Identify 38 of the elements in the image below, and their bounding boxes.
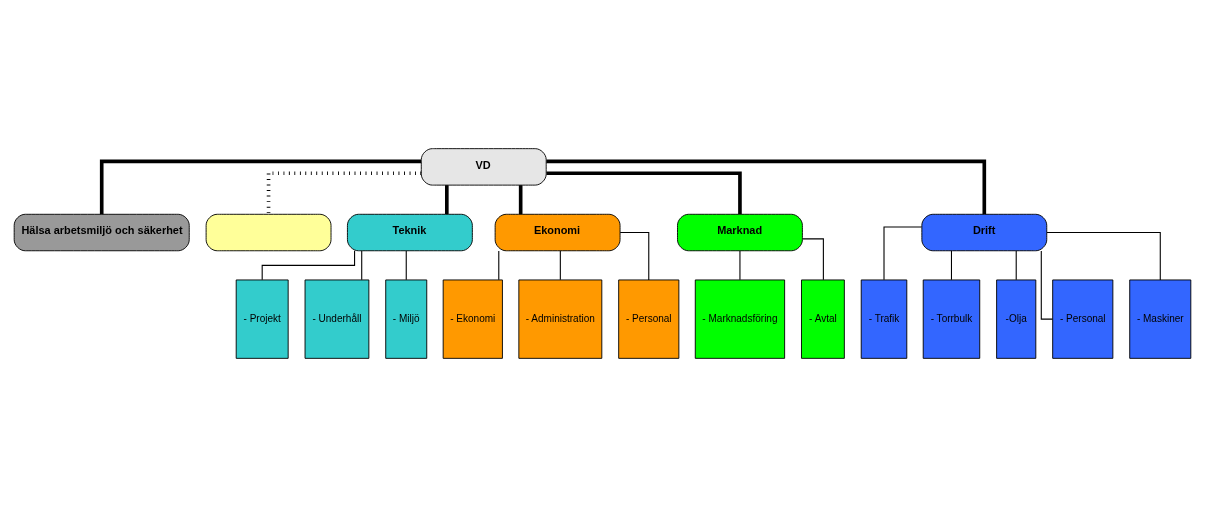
node-box: - Avtal [801, 279, 845, 359]
connector [266, 170, 422, 214]
node-box: - Projekt [235, 279, 289, 359]
connector [445, 184, 449, 214]
connector [950, 249, 953, 280]
node-box: Drift [921, 213, 1048, 251]
connector [498, 249, 500, 280]
connector [1046, 231, 1161, 280]
connector [739, 249, 741, 280]
node-box: - Ekonomi [442, 279, 503, 359]
node-box: - Personal [1052, 279, 1114, 359]
node-box: Ekonomi [494, 213, 621, 251]
connector [1040, 249, 1054, 320]
connector [619, 231, 650, 280]
node-box: Hälsa arbetsmiljö och säkerhet [13, 213, 190, 251]
connector [559, 249, 561, 280]
connector [518, 184, 523, 214]
connector [99, 159, 422, 214]
connector [802, 237, 824, 280]
node-box: Marknad [677, 213, 803, 251]
node-box: - Underhåll [304, 279, 370, 359]
node-box: VD [420, 147, 547, 186]
connector [883, 226, 923, 280]
connector [546, 159, 987, 214]
connector [405, 249, 407, 280]
node-box [205, 213, 332, 251]
node-box: - Personal [618, 279, 680, 359]
connector [1015, 249, 1017, 280]
node-box: - Administration [518, 279, 603, 359]
node-box: Teknik [346, 213, 473, 251]
connector [546, 170, 742, 214]
node-box: - Miljö [385, 279, 428, 359]
connector [361, 249, 363, 280]
node-box: - Maskiner [1129, 279, 1192, 359]
node-box: -Olja [996, 279, 1037, 359]
node-box: - Torrbulk [922, 279, 981, 359]
node-box: - Marknadsföring [694, 279, 786, 359]
node-box: - Trafik [860, 279, 908, 359]
